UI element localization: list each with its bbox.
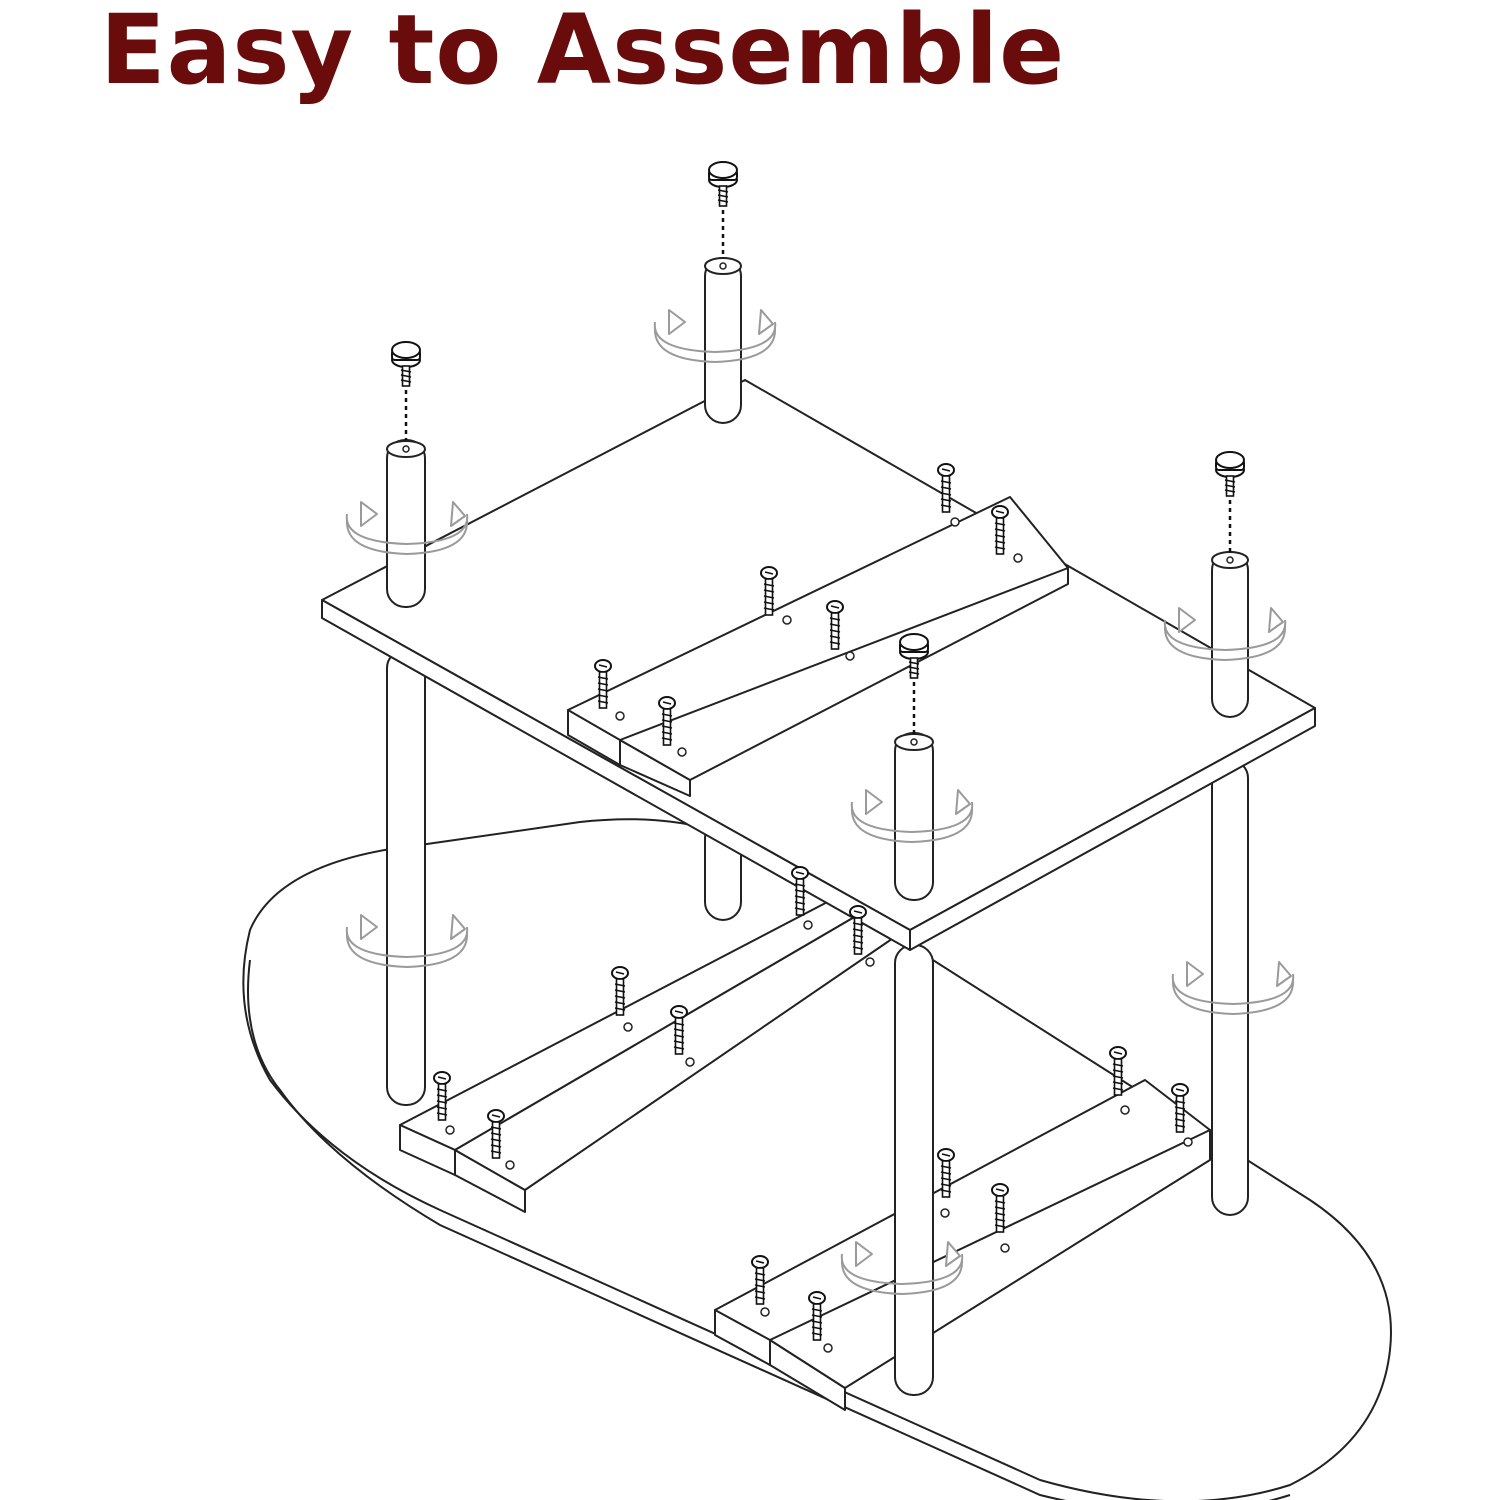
post-front-left-lower	[386, 649, 426, 1106]
post-front-right-upper	[894, 732, 934, 901]
headline-title: Easy to Assemble	[100, 0, 1066, 106]
lower-slat-right	[714, 1079, 1211, 1411]
leveling-foot-front-right	[899, 633, 929, 734]
leveling-foot-back-right	[1215, 451, 1245, 552]
post-back-left-upper	[704, 257, 742, 424]
leveling-foot-front-left	[391, 341, 421, 440]
post-back-right-upper	[1211, 551, 1249, 718]
leveling-foot-icon	[391, 341, 421, 387]
upper-slat	[567, 496, 1069, 797]
leveling-foot-icon	[708, 161, 738, 207]
post-front-right-lower	[894, 944, 934, 1396]
base-panel	[242, 818, 1392, 1500]
leveling-foot-back-left	[708, 161, 738, 258]
post-front-left-upper	[386, 439, 426, 608]
post-back-right-lower	[1211, 759, 1249, 1216]
leveling-foot-icon	[1215, 451, 1245, 497]
